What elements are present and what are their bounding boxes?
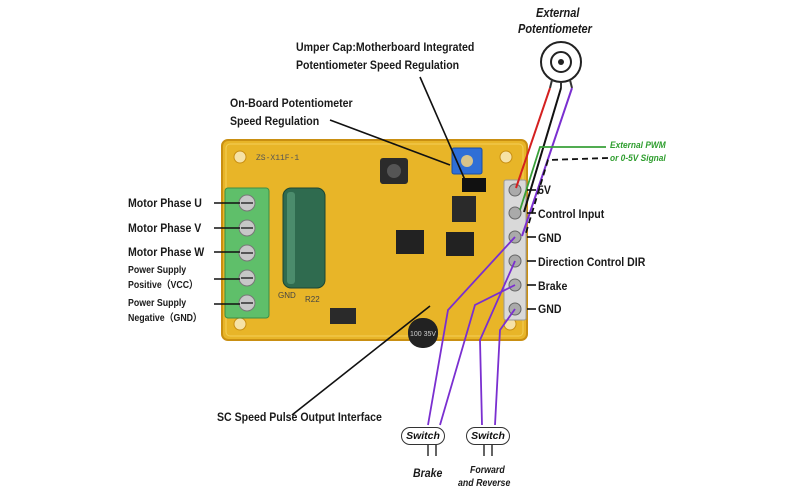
motor-phase-w-label: Motor Phase W — [128, 245, 205, 259]
switch-wires — [427, 236, 516, 426]
silk-gnd: GND — [278, 291, 296, 300]
ext-pwm-label-line2: or 0-5V Signal — [610, 153, 666, 164]
jumper-cap-label-line2: Potentiometer Speed Regulation — [296, 58, 460, 72]
switch-stems — [427, 443, 493, 456]
brake-switch: Switch — [401, 427, 445, 445]
pin-5v-label: 5V — [538, 183, 551, 197]
forward-reverse-caption-line1: Forward — [470, 465, 505, 476]
direction-switch: Switch — [466, 427, 510, 445]
pin-gnd2-label: GND — [538, 302, 562, 316]
pin-gnd1-label: GND — [538, 231, 562, 245]
leader-lines — [214, 76, 536, 416]
psu-negative-label-line1: Power Supply — [128, 298, 187, 309]
ext-pwm-label-line1: External PWM — [610, 140, 666, 151]
jumper-cap-label-line1: Umper Cap:Motherboard Integrated — [296, 40, 475, 54]
external-pot-label-line1: External — [536, 6, 580, 20]
inductor — [380, 158, 408, 184]
psu-positive-label-line2: Positive（VCC） — [128, 280, 198, 291]
onboard-pot-label-line2: Speed Regulation — [230, 114, 320, 128]
psu-positive-label-line1: Power Supply — [128, 265, 187, 276]
forward-reverse-caption-line2: and Reverse — [458, 478, 511, 489]
silk-r22: R22 — [305, 295, 320, 304]
ic-chips — [330, 196, 476, 324]
brake-caption: Brake — [413, 466, 443, 480]
small-capacitor: 100 35V — [408, 318, 438, 348]
pwm-signal-wires — [519, 146, 609, 237]
silk-id: ZS-X11F-1 — [256, 154, 299, 163]
jumper-header — [462, 178, 486, 192]
motor-terminal-block — [224, 187, 270, 319]
external-potentiometer-icon — [540, 41, 582, 89]
small-cap-marking: 100 35V — [410, 331, 436, 338]
external-pot-label-line2: Potentiometer — [518, 22, 592, 36]
motor-phase-u-label: Motor Phase U — [128, 196, 202, 210]
motor-phase-v-label: Motor Phase V — [128, 221, 202, 235]
pin-brake-label: Brake — [538, 279, 568, 293]
onboard-pot-label-line1: On-Board Potentiometer — [230, 96, 353, 110]
psu-negative-label-line2: Negative（GND） — [128, 313, 202, 324]
electrolytic-capacitor — [282, 187, 326, 289]
pin-direction-label: Direction Control DIR — [538, 255, 646, 269]
pin-control-input-label: Control Input — [538, 207, 605, 221]
sc-output-label: SC Speed Pulse Output Interface — [217, 410, 382, 424]
